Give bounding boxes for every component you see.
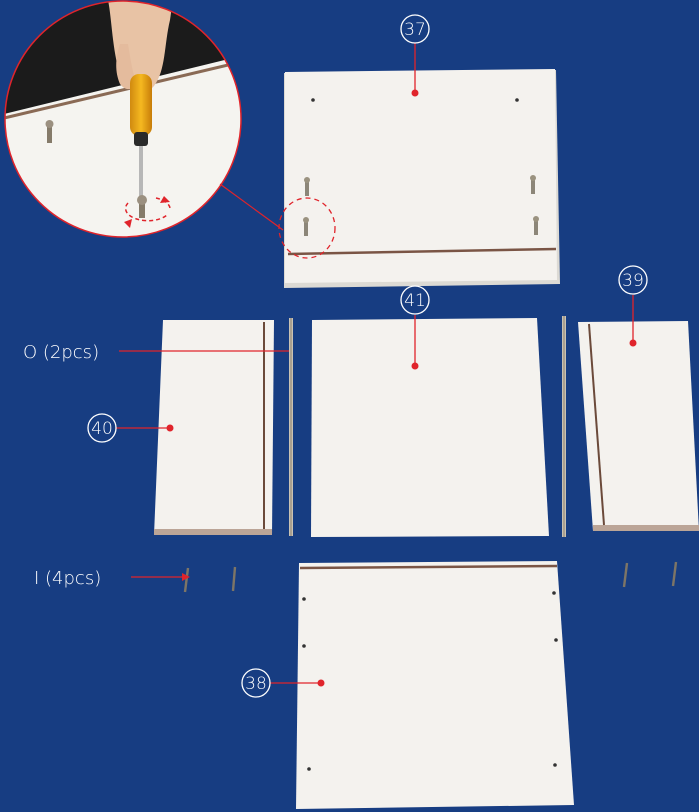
dowel-label: O (2pcs) [23,342,99,363]
cam-bolt-loose [185,568,188,592]
dowel-stick [289,318,293,536]
zoom-connector [220,184,283,230]
part-number-41: 41 [404,291,426,311]
cam-bolt-loose [673,562,676,586]
panel-37 [279,69,560,288]
part-number-39: 39 [622,271,644,291]
cam-bolt-loose [233,567,235,591]
callout-cam: I (4pcs) [34,568,190,589]
cam-bolt-loose [624,563,627,587]
part-number-37: 37 [404,20,426,40]
zoom-inset [0,0,245,240]
part-number-38: 38 [245,674,267,694]
panel-41 [311,318,549,537]
panel-39 [578,321,699,531]
panel-38 [296,561,574,809]
part-number-40: 40 [91,419,113,439]
dowel-stick [562,316,566,537]
cam-label: I (4pcs) [34,568,101,589]
